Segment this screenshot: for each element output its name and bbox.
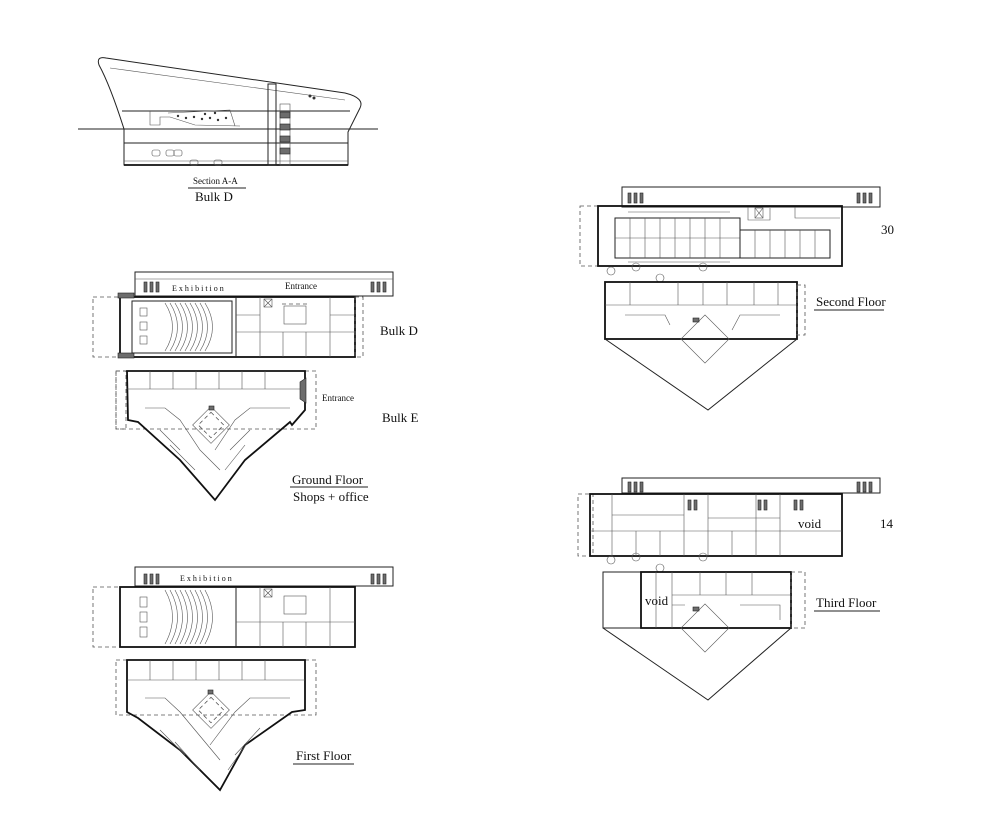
void-lower-label: void — [645, 593, 669, 608]
exhibition-label: Exhibition — [172, 284, 226, 293]
bulk-e-label: Bulk E — [382, 410, 419, 425]
third-floor-number: 14 — [880, 516, 894, 531]
entrance-side-label: Entrance — [322, 393, 354, 403]
ground-floor-subtitle: Shops + office — [293, 489, 369, 504]
first-floor-title: First Floor — [296, 748, 352, 763]
exhibition-label-first: Exhibition — [180, 574, 234, 583]
entrance-top-label: Entrance — [285, 281, 317, 291]
second-floor-number: 30 — [881, 222, 894, 237]
section-subtitle: Bulk D — [195, 189, 233, 204]
second-floor-title: Second Floor — [816, 294, 886, 309]
ground-floor-plan: Exhibition Entrance Entrance Bulk D Bulk… — [92, 271, 419, 504]
third-floor-plan: void void 14 Third Floor — [577, 477, 894, 701]
section-title: Section A-A — [193, 176, 238, 186]
third-floor-title: Third Floor — [816, 595, 877, 610]
ground-floor-title: Ground Floor — [292, 472, 364, 487]
first-floor-plan: Exhibition First Floor — [92, 566, 394, 792]
bulk-d-label: Bulk D — [380, 323, 418, 338]
void-upper-label: void — [798, 516, 822, 531]
second-floor-plan: 30 Second Floor — [579, 186, 894, 411]
section-a-a-drawing: Section A-A Bulk D — [78, 57, 378, 204]
